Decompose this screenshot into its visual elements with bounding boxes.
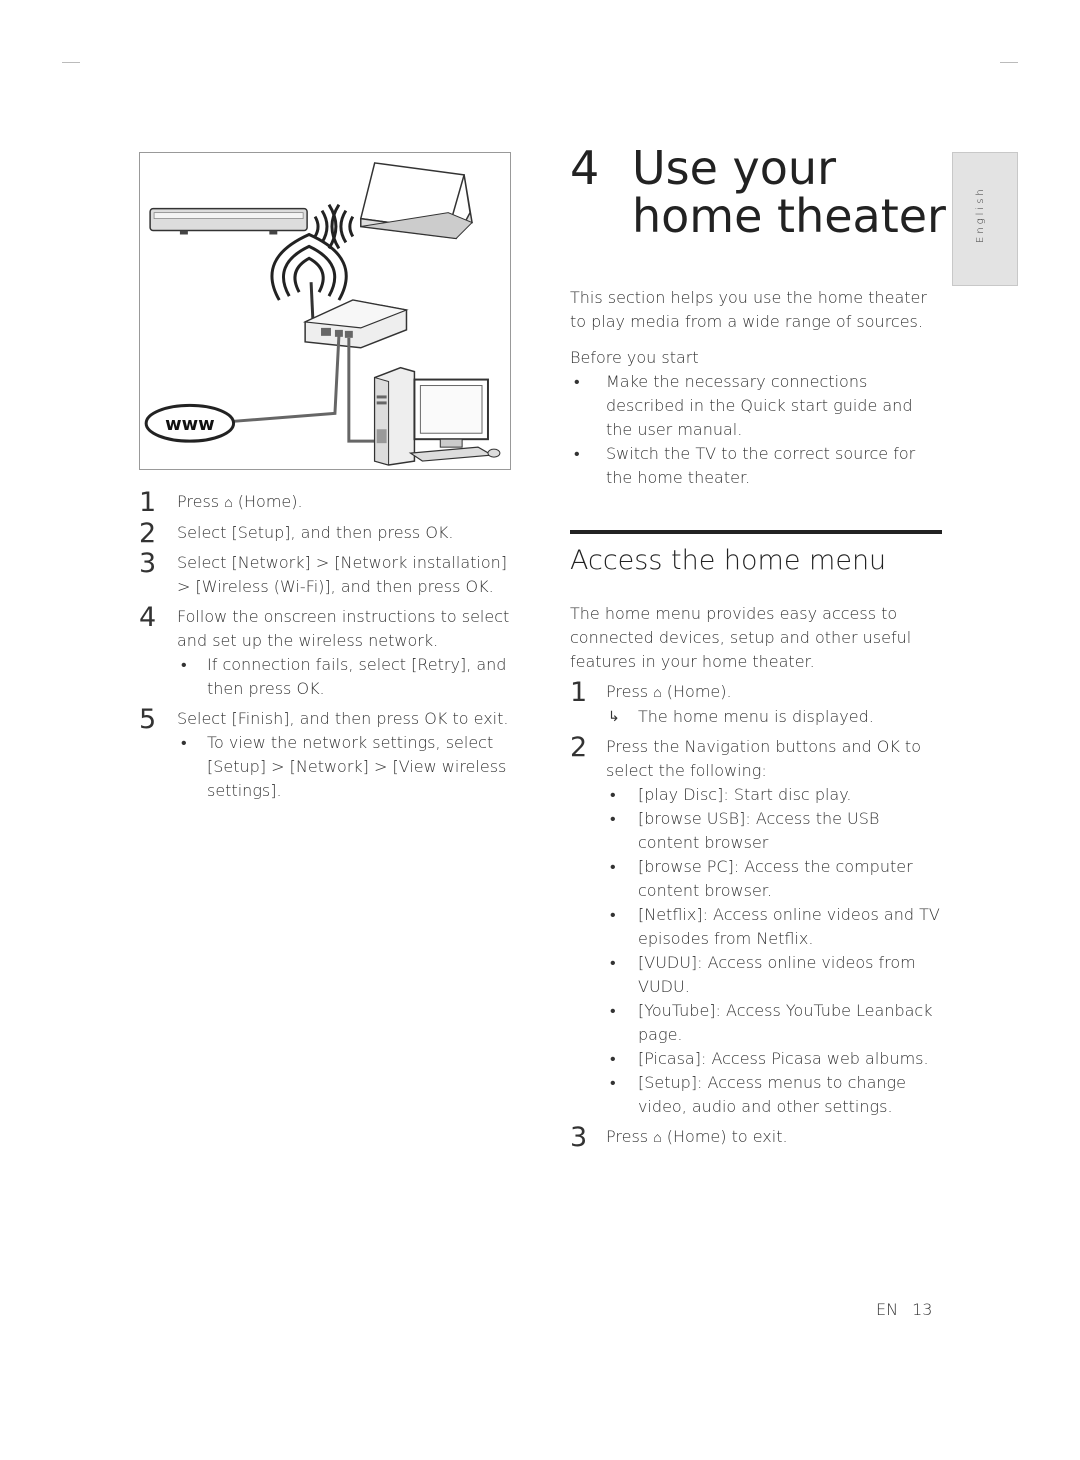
step-text: Select [Network] > [Network installation…	[177, 553, 508, 596]
home-step-3: 3 Press ⌂ (Home) to exit.	[570, 1122, 942, 1153]
step-text: Press	[177, 492, 225, 511]
step-text: Select [Finish], and then press OK to ex…	[177, 709, 509, 728]
home-icon: ⌂	[653, 1130, 662, 1146]
before-you-start-heading: Before you start	[570, 348, 699, 367]
step-number: 1	[139, 487, 157, 518]
crop-mark-left	[62, 62, 80, 63]
step-subitem: If connection fails, select [Retry], and…	[177, 653, 511, 701]
menu-option: [Netflix]: Access online videos and TV e…	[606, 903, 942, 951]
step-text: Press the Navigation buttons and OK to s…	[606, 737, 921, 780]
step-text: Follow the onscreen instructions to sele…	[177, 607, 510, 650]
page-number: 13	[912, 1300, 933, 1319]
svg-text:www: www	[165, 414, 215, 435]
player-icon	[149, 207, 308, 235]
language-tab: English	[952, 152, 1018, 286]
step-number: 2	[570, 732, 588, 763]
wireless-signal-icon	[313, 203, 355, 250]
before-item: Make the necessary connections described…	[570, 370, 942, 442]
laptop-icon	[359, 162, 473, 240]
menu-option: [browse PC]: Access the computer content…	[606, 855, 942, 903]
section-rule	[570, 530, 942, 534]
menu-option: [VUDU]: Access online videos from VUDU.	[606, 951, 942, 999]
step-number: 5	[139, 704, 157, 735]
chapter-number: 4	[570, 141, 600, 195]
step-result: The home menu is displayed.	[606, 705, 942, 729]
language-tab-label: English	[975, 186, 986, 243]
crop-mark-right	[1000, 62, 1018, 63]
internet-icon: www	[144, 403, 236, 443]
setup-steps: 1 Press ⌂ (Home). 2 Select [Setup], and …	[139, 487, 511, 809]
chapter-heading: Use your home theater	[632, 141, 946, 243]
router-icon	[302, 282, 409, 349]
step-text: Press	[606, 682, 654, 701]
section-title: Access the home menu	[570, 545, 887, 576]
step-subitem: To view the network settings, select [Se…	[177, 731, 511, 803]
menu-option: [YouTube]: Access YouTube Leanback page.	[606, 999, 942, 1047]
step-text: (Home) to exit.	[661, 1127, 788, 1146]
router-signal-icon	[270, 232, 348, 301]
home-step-1: 1 Press ⌂ (Home). The home menu is displ…	[570, 677, 942, 730]
step-3: 3 Select [Network] > [Network installati…	[139, 548, 511, 599]
step-number: 4	[139, 602, 157, 633]
step-text: Select [Setup], and then press OK.	[177, 523, 454, 542]
network-diagram-illustration: www	[144, 162, 501, 466]
chapter-title: 4 Use your home theater	[570, 140, 946, 250]
network-diagram: www	[139, 152, 511, 470]
step-1: 1 Press ⌂ (Home).	[139, 487, 511, 518]
page-footer: EN 13	[876, 1300, 932, 1319]
home-step-2: 2 Press the Navigation buttons and OK to…	[570, 732, 942, 1119]
step-number: 1	[570, 677, 588, 708]
footer-language: EN	[876, 1300, 899, 1319]
menu-option: [Setup]: Access menus to change video, a…	[606, 1071, 942, 1119]
step-4: 4 Follow the onscreen instructions to se…	[139, 602, 511, 701]
home-icon: ⌂	[653, 685, 662, 701]
before-item: Switch the TV to the correct source for …	[570, 442, 942, 490]
step-number: 3	[570, 1122, 588, 1153]
step-text: (Home).	[232, 492, 303, 511]
step-number: 3	[139, 548, 157, 579]
menu-option: [Picasa]: Access Picasa web albums.	[606, 1047, 942, 1071]
menu-option: [browse USB]: Access the USB content bro…	[606, 807, 942, 855]
home-icon: ⌂	[224, 495, 233, 511]
step-text: (Home).	[661, 682, 732, 701]
network-cable	[233, 335, 375, 443]
menu-option: [play Disc]: Start disc play.	[606, 783, 942, 807]
chapter-content: 4 Use your home theater This section hel…	[570, 140, 946, 1156]
chapter-intro: This section helps you use the home thea…	[570, 288, 927, 331]
step-5: 5 Select [Finish], and then press OK to …	[139, 704, 511, 803]
section-intro: The home menu provides easy access to co…	[570, 604, 912, 671]
desktop-computer-icon	[373, 366, 501, 466]
step-2: 2 Select [Setup], and then press OK.	[139, 519, 511, 549]
step-text: Press	[606, 1127, 654, 1146]
step-number: 2	[139, 518, 157, 549]
